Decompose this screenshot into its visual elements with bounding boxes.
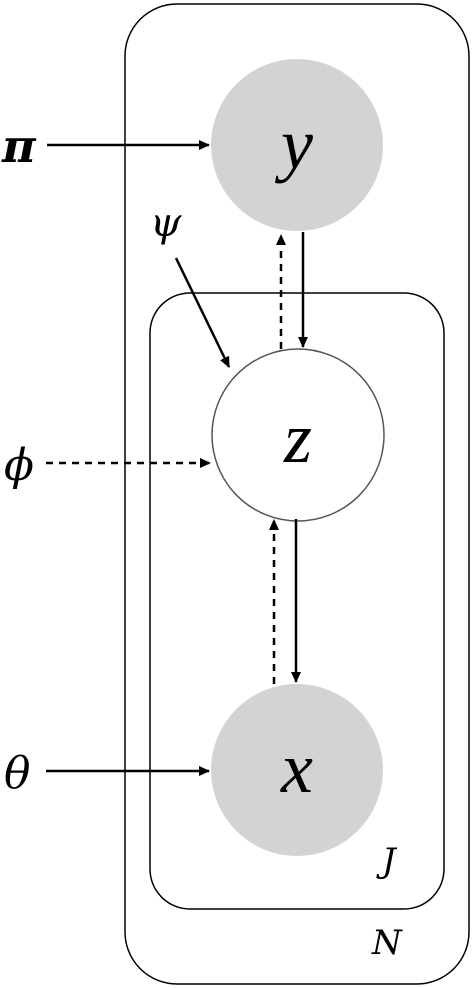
param-theta: θ [4,748,31,799]
node-x [211,684,383,856]
plate-j-label: J [376,841,398,881]
node-x-label: x [280,728,313,808]
plate-j [149,292,445,910]
param-phi: ϕ [4,440,34,491]
plate-n [124,3,470,985]
param-pi: π [1,119,37,173]
param-psi: ψ [150,200,182,246]
node-y-label: y [274,104,313,184]
node-z [211,348,385,522]
node-z-label: z [283,398,312,478]
plate-n-label: N [371,923,403,963]
node-y [211,59,383,231]
edge-psi-to-z [174,257,231,368]
